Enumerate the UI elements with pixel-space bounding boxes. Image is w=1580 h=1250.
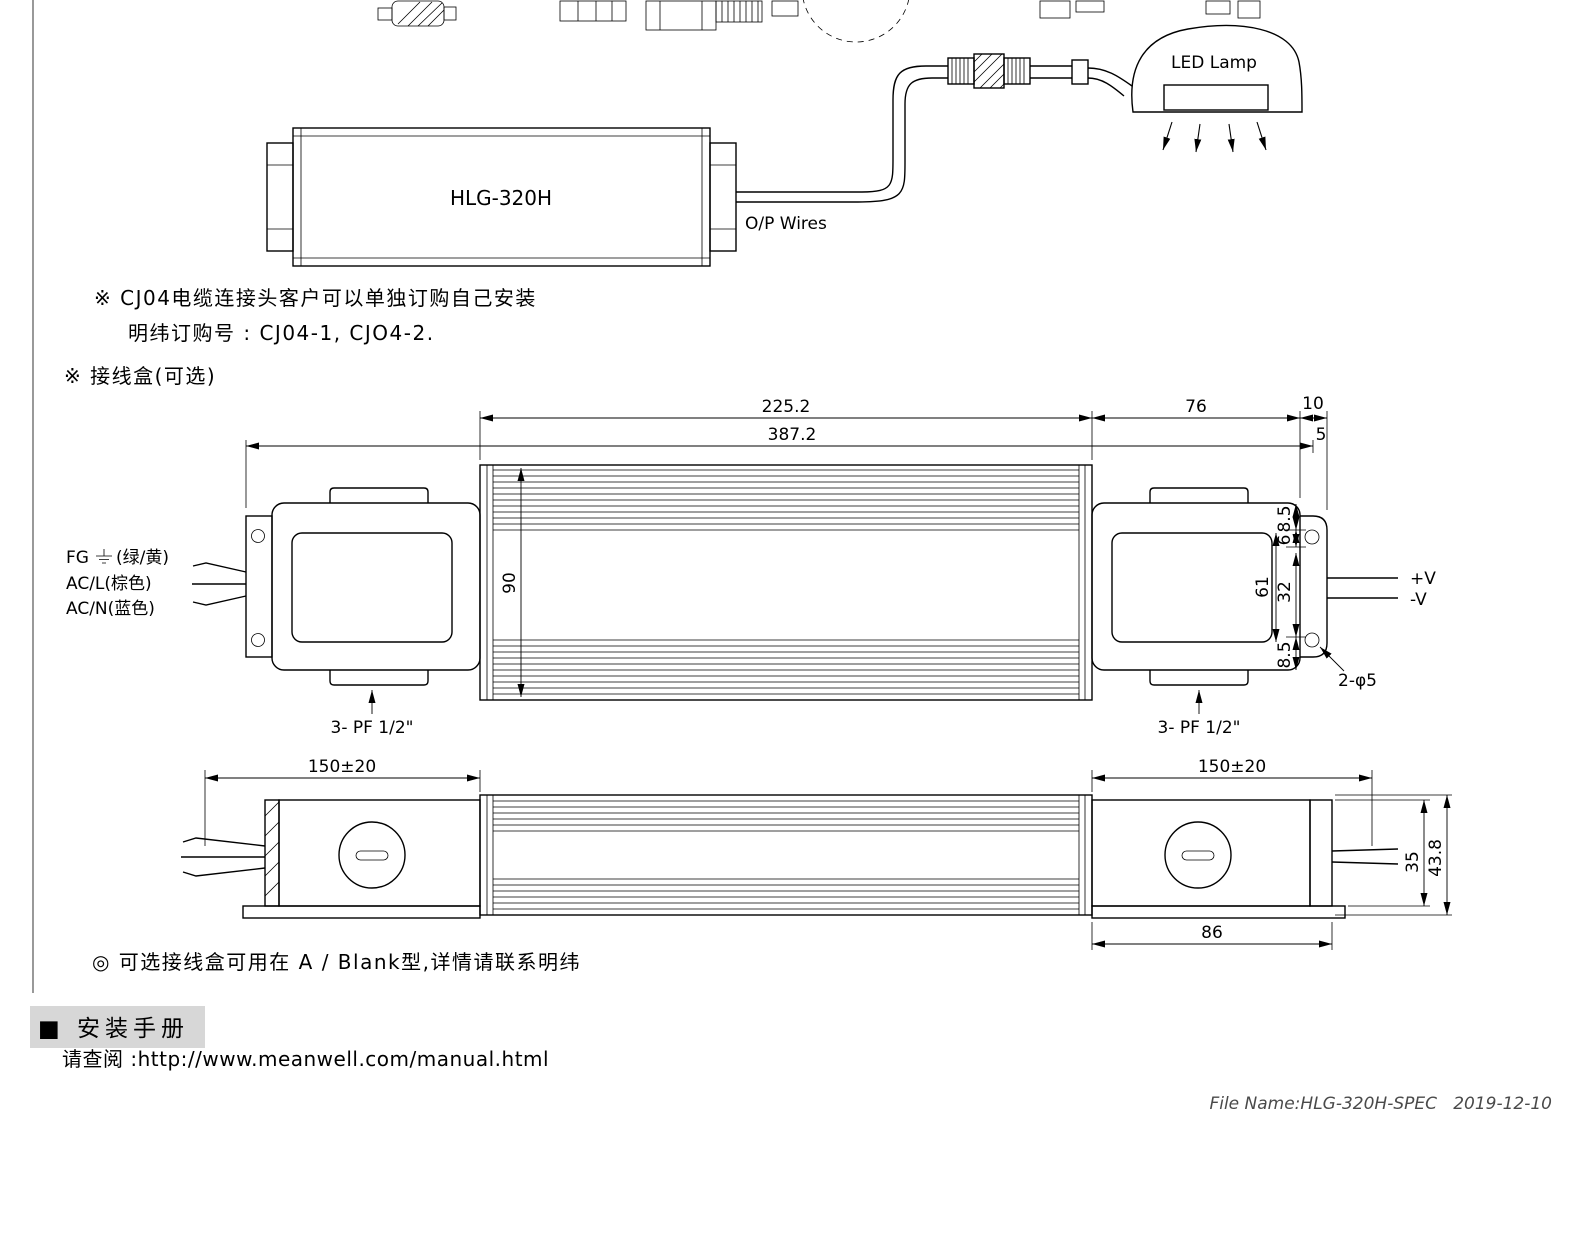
dim-body-length-label: 225.2 bbox=[762, 397, 811, 417]
input-wire-labels: FG (绿/黄) AC/L(棕色) AC/N(蓝色) bbox=[66, 548, 169, 619]
dim-wire-left-label: 150±20 bbox=[308, 757, 376, 777]
dim-61-label: 61 bbox=[1253, 576, 1273, 598]
pf-right-label: 3- PF 1/2" bbox=[1158, 718, 1241, 738]
dim-5-label: 5 bbox=[1316, 425, 1327, 445]
wire-fg-label: FG bbox=[66, 548, 89, 568]
dim-bracket-label: 10 bbox=[1302, 394, 1324, 414]
output-wires: O/P Wires bbox=[736, 65, 948, 234]
dim-box-width-label: 76 bbox=[1185, 397, 1207, 417]
wire-acl-label: AC/L(棕色) bbox=[66, 574, 152, 594]
side-bottom-fins bbox=[493, 878, 1079, 910]
side-top-fins bbox=[493, 800, 1079, 832]
dim-6-label: 6 bbox=[1275, 535, 1295, 546]
dim-total-length-label: 387.2 bbox=[768, 425, 817, 445]
cutoff-connector-drawings bbox=[377, 0, 1261, 43]
front-bottom-fins bbox=[493, 639, 1079, 695]
hlg-device-drawing: HLG-320H bbox=[266, 127, 737, 267]
dim-85-bottom-label: 8.5 bbox=[1275, 641, 1295, 668]
device-label: HLG-320H bbox=[450, 186, 552, 210]
dim-86-label: 86 bbox=[1201, 923, 1223, 943]
right-knockout bbox=[1164, 821, 1232, 889]
note-cj04-line1: ※ CJ04电缆连接头客户可以单独订购自己安装 bbox=[94, 286, 537, 310]
wire-acn-label: AC/N(蓝色) bbox=[66, 599, 155, 619]
pf-left-label: 3- PF 1/2" bbox=[331, 718, 414, 738]
dim-wire-right-label: 150±20 bbox=[1198, 757, 1266, 777]
manual-url-line: 请查阅 :http://www.meanwell.com/manual.html bbox=[62, 1047, 550, 1071]
note-cj04-line2: 明纬订购号 : CJ04-1, CJO4-2. bbox=[128, 321, 435, 345]
dim-438-label: 43.8 bbox=[1426, 839, 1446, 877]
dim-35-label: 35 bbox=[1403, 851, 1423, 873]
earth-ground-icon bbox=[96, 549, 112, 564]
led-lamp-label: LED Lamp bbox=[1171, 53, 1257, 73]
left-knockout bbox=[338, 821, 406, 889]
dim-32-label: 32 bbox=[1275, 581, 1295, 603]
file-name-footer: File Name:HLG-320H-SPEC 2019-12-10 bbox=[1209, 1094, 1552, 1114]
op-wires-label: O/P Wires bbox=[745, 214, 827, 234]
side-view: 150±20 150±20 35 43.8 86 bbox=[181, 757, 1452, 950]
left-junction-box bbox=[192, 487, 481, 686]
inline-connector bbox=[947, 53, 1133, 97]
led-lamp-drawing: LED Lamp bbox=[1131, 24, 1303, 153]
front-top-fins bbox=[493, 469, 1079, 531]
right-junction-box bbox=[1091, 487, 1398, 686]
output-negative-label: -V bbox=[1410, 590, 1427, 610]
front-view: 90 3- PF 1/2" bbox=[66, 394, 1436, 738]
dim-85-top-label: 8.5 bbox=[1275, 505, 1295, 532]
wire-fg-color-label: (绿/黄) bbox=[116, 548, 169, 568]
dim-holes-label: 2-φ5 bbox=[1338, 671, 1377, 691]
light-ray-arrows bbox=[1162, 121, 1267, 153]
dim-height-label: 90 bbox=[500, 572, 520, 594]
note-junction-box-title: ※ 接线盒(可选) bbox=[64, 364, 217, 388]
manual-heading: ■ 安装手册 bbox=[30, 1006, 206, 1048]
output-positive-label: +V bbox=[1410, 569, 1436, 589]
note-optional-box: ◎ 可选接线盒可用在 A / Blank型,详情请联系明纬 bbox=[92, 950, 581, 974]
